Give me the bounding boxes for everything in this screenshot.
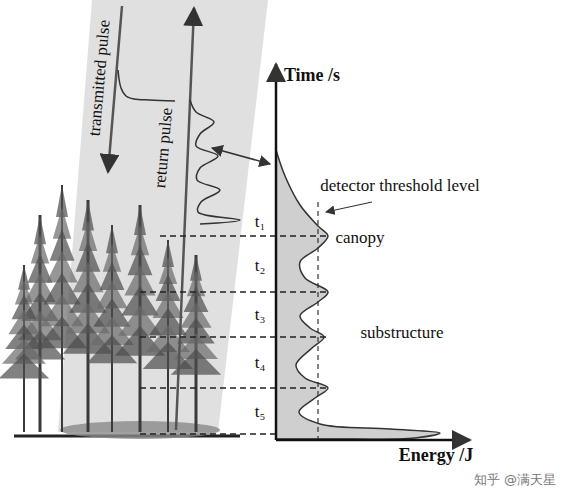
time-label: t₄ [255, 354, 266, 373]
trees [0, 185, 221, 432]
time-label: t₁ [255, 213, 266, 232]
time-mark [140, 433, 276, 435]
time-label: t₅ [255, 403, 266, 422]
axis-label: Time /s [284, 66, 340, 86]
time-mark [140, 336, 326, 338]
threshold-pointer [326, 202, 372, 212]
time-axis [275, 64, 278, 440]
energy-axis [276, 439, 470, 442]
return-arrow [176, 8, 194, 430]
threshold-label: detector threshold level [320, 177, 480, 196]
watermark: 知乎 @满天星 [474, 473, 556, 487]
link-arrow [212, 148, 270, 164]
time-label: t₃ [255, 306, 266, 325]
layer-label: canopy [335, 229, 384, 248]
time-mark [140, 387, 326, 389]
time-label: t₂ [255, 257, 266, 276]
threshold-line [317, 202, 318, 440]
layer-label: substructure [360, 324, 443, 343]
axis-label: Energy /J [399, 446, 474, 466]
return-waveform [190, 100, 240, 224]
time-mark [160, 235, 326, 237]
time-mark [140, 291, 326, 293]
transmitted-waveform [118, 70, 175, 101]
laser-beam [58, 0, 268, 432]
